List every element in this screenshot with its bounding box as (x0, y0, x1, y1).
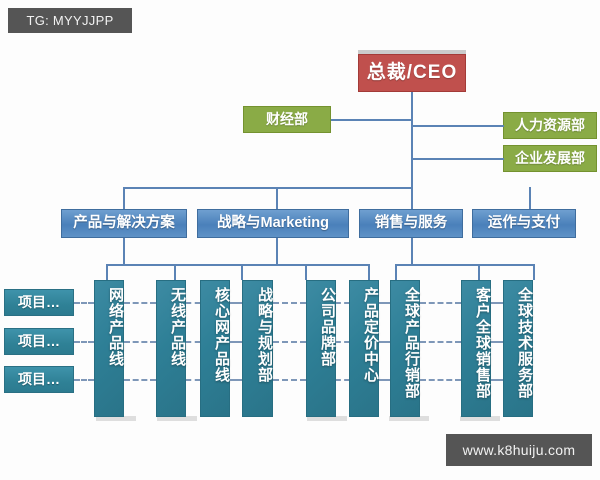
watermark-tag: TG: MYYJJPP (8, 8, 132, 33)
connector-corpdev (411, 158, 504, 160)
dashed-connector (420, 379, 461, 381)
shadow-slab (307, 416, 347, 421)
connector-g2-d2 (305, 264, 307, 280)
connector-g1-d1 (106, 264, 108, 280)
dashed-connector (74, 302, 94, 304)
shadow-slab (96, 416, 136, 421)
connector-g3-d3 (533, 264, 535, 280)
dashed-connector (186, 341, 200, 343)
node-project-1[interactable]: 项目… (4, 289, 74, 316)
dashed-connector (491, 302, 503, 304)
connector-g3-stem (411, 238, 413, 265)
node-dept-corporate-brand[interactable]: 公司品牌部 (306, 280, 336, 417)
connector-ceo-spine (411, 92, 413, 188)
dashed-connector (273, 302, 306, 304)
node-dept-product-pricing-center[interactable]: 产品定价中心 (349, 280, 379, 417)
node-division-operations-delivery[interactable]: 运作与支付 (472, 209, 576, 238)
node-dept-strategy-planning[interactable]: 战略与规划部 (242, 280, 273, 417)
connector-g1-stem (123, 238, 125, 265)
node-dept-global-product-marketing[interactable]: 全球产品行销部 (390, 280, 420, 417)
connector-division-bus (123, 187, 412, 189)
connector-drop-div-1 (123, 187, 125, 209)
shadow-slab (157, 416, 197, 421)
dashed-connector (379, 379, 390, 381)
dashed-connector (124, 302, 156, 304)
node-ceo[interactable]: 总裁/CEO (358, 54, 466, 92)
connector-g3-d1 (395, 264, 397, 280)
node-division-strategy-marketing[interactable]: 战略与Marketing (197, 209, 349, 238)
node-dept-wireless-product-line[interactable]: 无线产品线 (156, 280, 186, 417)
watermark-site: www.k8huiju.com (446, 434, 592, 466)
node-hr-dept[interactable]: 人力资源部 (503, 112, 597, 139)
shadow-slab (460, 416, 500, 421)
node-dept-network-product-line[interactable]: 网络产品线 (94, 280, 124, 417)
dashed-connector (124, 379, 156, 381)
dashed-connector (273, 341, 306, 343)
dashed-connector (491, 341, 503, 343)
dashed-connector (491, 379, 503, 381)
node-project-2[interactable]: 项目… (4, 328, 74, 355)
dashed-connector (336, 302, 349, 304)
connector-hr (411, 125, 504, 127)
dashed-connector (336, 379, 349, 381)
connector-g1-d3 (241, 264, 243, 280)
dashed-connector (273, 379, 306, 381)
dashed-connector (379, 341, 390, 343)
node-dept-customer-global-sales[interactable]: 客户全球销售部 (461, 280, 491, 417)
connector-g2-stem (276, 238, 278, 265)
connector-drop-div-3 (411, 187, 413, 209)
shadow-slab (389, 416, 429, 421)
connector-g1-d2 (174, 264, 176, 280)
node-dept-core-network-product-line[interactable]: 核心网产品线 (200, 280, 230, 417)
dashed-connector (230, 379, 242, 381)
node-division-sales-service[interactable]: 销售与服务 (359, 209, 463, 238)
connector-finance (331, 119, 412, 121)
dashed-connector (230, 302, 242, 304)
dashed-connector (420, 302, 461, 304)
connector-drop-div-4 (529, 187, 531, 209)
dashed-connector (230, 341, 242, 343)
node-corpdev-dept[interactable]: 企业发展部 (503, 145, 597, 172)
dashed-connector (74, 341, 94, 343)
connector-g3-bar (395, 264, 535, 266)
dashed-connector (379, 302, 390, 304)
ceo-top-accent (358, 50, 466, 54)
node-dept-global-technical-service[interactable]: 全球技术服务部 (503, 280, 533, 417)
dashed-connector (336, 341, 349, 343)
dashed-connector (420, 341, 461, 343)
node-finance-dept[interactable]: 财经部 (243, 106, 331, 133)
dashed-connector (74, 379, 94, 381)
node-division-products[interactable]: 产品与解决方案 (61, 209, 187, 238)
dashed-connector (124, 341, 156, 343)
connector-drop-div-2 (276, 187, 278, 209)
dashed-connector (186, 379, 200, 381)
dashed-connector (186, 302, 200, 304)
connector-g2-d3 (368, 264, 370, 280)
node-project-3[interactable]: 项目… (4, 366, 74, 393)
connector-g3-d2 (478, 264, 480, 280)
